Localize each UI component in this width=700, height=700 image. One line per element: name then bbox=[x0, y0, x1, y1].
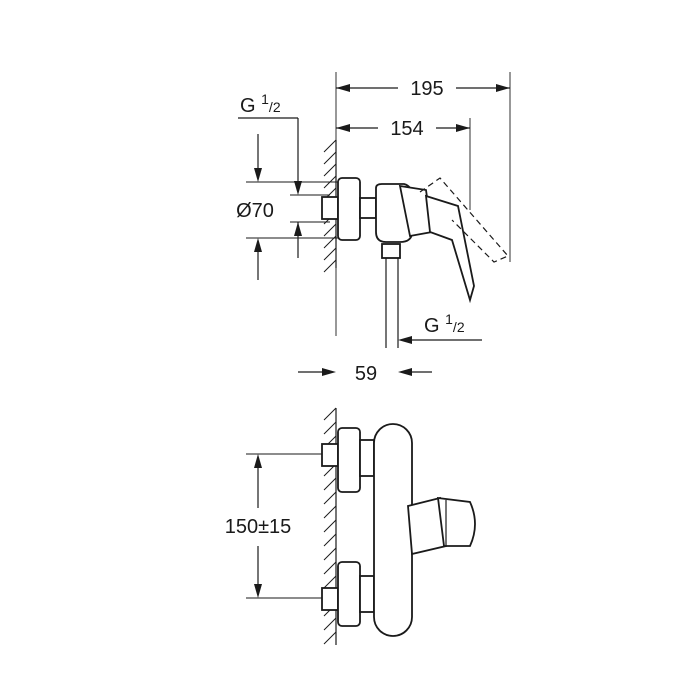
body-depth-label: 154 bbox=[390, 118, 423, 140]
front-view: 150±15 bbox=[225, 407, 476, 645]
dimension-inlet-spacing: 150±15 bbox=[225, 453, 334, 599]
inlet-thread-callout: G 1/2 bbox=[238, 91, 302, 195]
inlet-thread-label: G 1/2 bbox=[240, 91, 281, 117]
mixer-body bbox=[373, 423, 413, 637]
outlet-thread-den: 2 bbox=[457, 319, 465, 335]
overall-depth-label: 195 bbox=[410, 78, 443, 100]
inlet-thread-num: 1 bbox=[261, 91, 269, 107]
dimension-59: 59 bbox=[298, 363, 432, 385]
outlet-nut bbox=[381, 243, 401, 259]
union-nut bbox=[359, 197, 377, 219]
inlet-thread-den: 2 bbox=[273, 99, 281, 115]
upper-inlet bbox=[321, 427, 375, 493]
inlet-spacing-label: 150±15 bbox=[225, 516, 292, 538]
lever-open-position bbox=[419, 177, 509, 263]
outlet-thread-callout: G 1/2 bbox=[398, 311, 482, 344]
upper-union-nut bbox=[359, 439, 375, 477]
upper-pipe-stub bbox=[321, 443, 339, 467]
mixer-front bbox=[373, 423, 476, 637]
inlet-thread-base: G bbox=[240, 95, 261, 117]
outlet-thread-base: G bbox=[424, 315, 445, 337]
outlet-thread-num: 1 bbox=[445, 311, 453, 327]
lower-pipe-stub bbox=[321, 587, 339, 611]
wall-projection-label: 59 bbox=[355, 363, 377, 385]
lower-inlet bbox=[321, 561, 375, 627]
lower-escutcheon bbox=[337, 561, 361, 627]
lever-front bbox=[436, 496, 476, 547]
dimension-diameter: Ø70 bbox=[236, 134, 340, 280]
upper-escutcheon bbox=[337, 427, 361, 493]
mixer-side bbox=[321, 177, 509, 348]
side-view: 195 154 G 1/2 Ø70 bbox=[236, 72, 511, 385]
outlet-thread-label: G 1/2 bbox=[424, 311, 465, 337]
escutcheon-diameter-label: Ø70 bbox=[236, 200, 274, 222]
dimension-154: 154 bbox=[336, 118, 471, 210]
inlet-pipe-stub bbox=[321, 196, 339, 220]
escutcheon bbox=[337, 177, 361, 241]
lower-union-nut bbox=[359, 575, 375, 613]
lever-handle bbox=[424, 194, 475, 304]
